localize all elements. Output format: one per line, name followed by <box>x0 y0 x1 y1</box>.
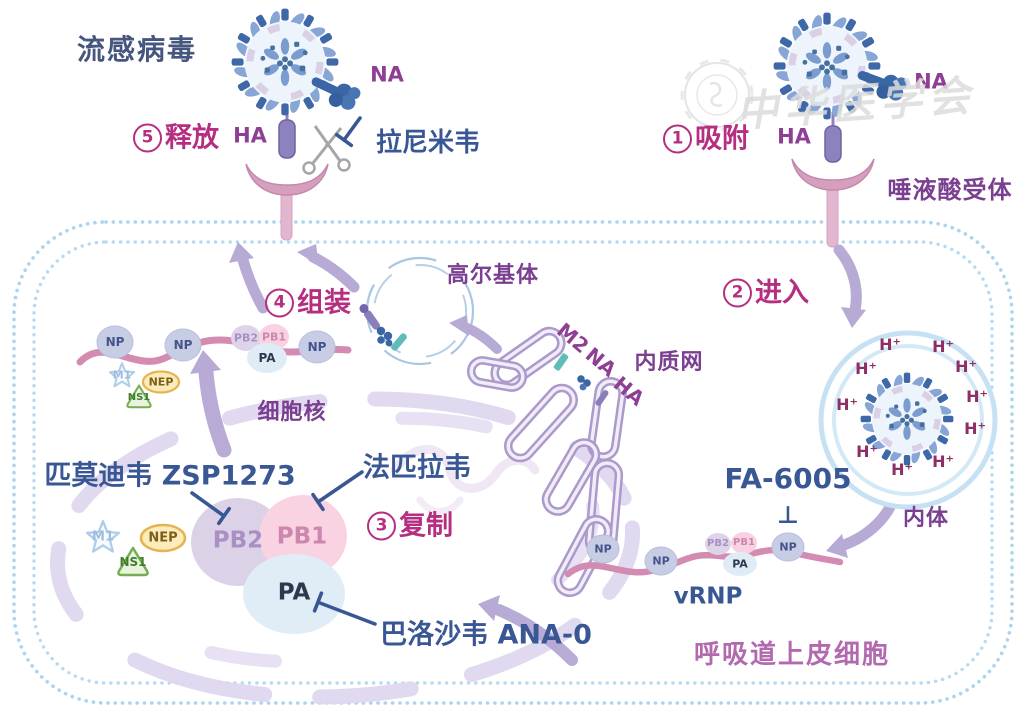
label-m1: M1 <box>112 368 132 382</box>
step-number: 2 <box>723 278 752 308</box>
label-np: NP <box>652 554 670 568</box>
label-step-assembly: 4 组装 <box>265 288 351 318</box>
label-pimodivir: 匹莫迪韦 ZSP1273 <box>44 460 296 492</box>
scissors-icon <box>302 125 351 175</box>
label-pa-small: PA <box>732 557 748 571</box>
watermark-emblem <box>680 58 754 132</box>
vrnp-strand-bottom <box>564 532 844 578</box>
na-protein-icon <box>577 375 591 391</box>
label-nep: NEP <box>148 530 178 546</box>
label-np: NP <box>779 540 797 554</box>
step-number: 4 <box>265 288 294 318</box>
label-pb2-small: PB2 <box>707 538 729 549</box>
label-na-left: NA <box>370 62 404 87</box>
label-h-ion: H⁺ <box>879 335 901 354</box>
inhibitor-bar-baloxavir <box>312 591 377 626</box>
label-h-ion: H⁺ <box>856 442 878 461</box>
label-er: 内质网 <box>634 350 704 375</box>
label-pa-big: PA <box>277 579 311 606</box>
arrow-export <box>198 364 232 458</box>
label-np: NP <box>105 335 125 349</box>
label-cell-type: 呼吸道上皮细胞 <box>693 640 891 670</box>
arrow-import <box>493 604 578 666</box>
label-influenza-virus: 流感病毒 <box>76 33 198 66</box>
label-step-replication: 3 复制 <box>367 511 453 541</box>
arrow-er-golgi <box>460 322 502 354</box>
label-fa6005: FA-6005 <box>724 462 852 495</box>
ha-protein-icon <box>595 390 609 406</box>
label-pb2-big: PB2 <box>212 527 264 554</box>
inhibitor-bar-pimodivir <box>190 491 231 526</box>
label-nep: NEP <box>148 375 174 389</box>
arrow-entry <box>833 244 862 320</box>
label-pb2-small: PB2 <box>233 331 259 345</box>
label-baloxavir: 巴洛沙韦 ANA-0 <box>380 619 592 651</box>
golgi <box>359 256 475 366</box>
step-number: 3 <box>367 511 396 541</box>
label-vrnp: vRNP <box>673 583 743 610</box>
arrow-budding-1 <box>237 254 269 314</box>
label-m1: M1 <box>92 529 114 545</box>
label-h-ion: H⁺ <box>964 419 986 438</box>
label-laninamivir: 拉尼米韦 <box>375 128 481 158</box>
label-sialic-receptor: 唾液酸受体 <box>887 176 1013 204</box>
arrow-budding-2 <box>307 251 360 293</box>
viral-proteins <box>85 362 187 577</box>
label-na-right: NA <box>914 69 948 94</box>
label-ha-right: HA <box>777 124 811 149</box>
label-h-ion: H⁺ <box>966 387 988 406</box>
polymerase-complex <box>191 495 347 634</box>
rna-tangle <box>390 444 540 515</box>
label-h-ion: H⁺ <box>855 359 877 378</box>
cell-membrane <box>12 220 1014 705</box>
label-pb1-small: PB1 <box>733 537 755 548</box>
label-h-ion: H⁺ <box>932 337 954 356</box>
label-step-release: 5 释放 <box>133 123 219 153</box>
virion-releasing <box>230 7 339 116</box>
label-endosome: 内体 <box>902 506 950 531</box>
label-step-attachment: 1 吸附 <box>663 124 749 154</box>
inhibitor-bar-laninamivir <box>334 116 362 148</box>
label-h-ion: H⁺ <box>891 460 913 479</box>
step-number: 1 <box>663 124 692 154</box>
label-nucleus: 细胞核 <box>257 400 327 425</box>
receptor-left <box>245 108 329 241</box>
label-np: NP <box>173 338 193 352</box>
label-pb1-small: PB1 <box>261 330 287 344</box>
label-pb1-big: PB1 <box>276 523 328 550</box>
m2-protein-icon <box>553 353 569 371</box>
label-pa-small: PA <box>258 351 276 365</box>
inhibitor-bars <box>190 116 377 626</box>
vrnp-strand-top <box>76 324 352 373</box>
arrows <box>190 242 901 666</box>
endosome <box>818 330 998 510</box>
label-golgi: 高尔基体 <box>446 263 540 288</box>
label-ha-left: HA <box>233 123 267 148</box>
label-h-ion: H⁺ <box>955 357 977 376</box>
label-ns1: NS1 <box>119 555 147 569</box>
label-step-entry: 2 进入 <box>723 278 809 308</box>
inhibit-symbol: ⊥ <box>777 501 799 529</box>
label-np: NP <box>307 340 327 354</box>
label-favipiravir: 法匹拉韦 <box>363 452 471 484</box>
label-np: NP <box>594 542 612 556</box>
label-h-ion: H⁺ <box>932 452 954 471</box>
inhibitor-bar-favipiravir <box>311 470 364 512</box>
label-h-ion: H⁺ <box>836 395 858 414</box>
label-ns1: NS1 <box>127 392 151 403</box>
er <box>466 326 627 597</box>
step-number: 5 <box>133 123 162 153</box>
